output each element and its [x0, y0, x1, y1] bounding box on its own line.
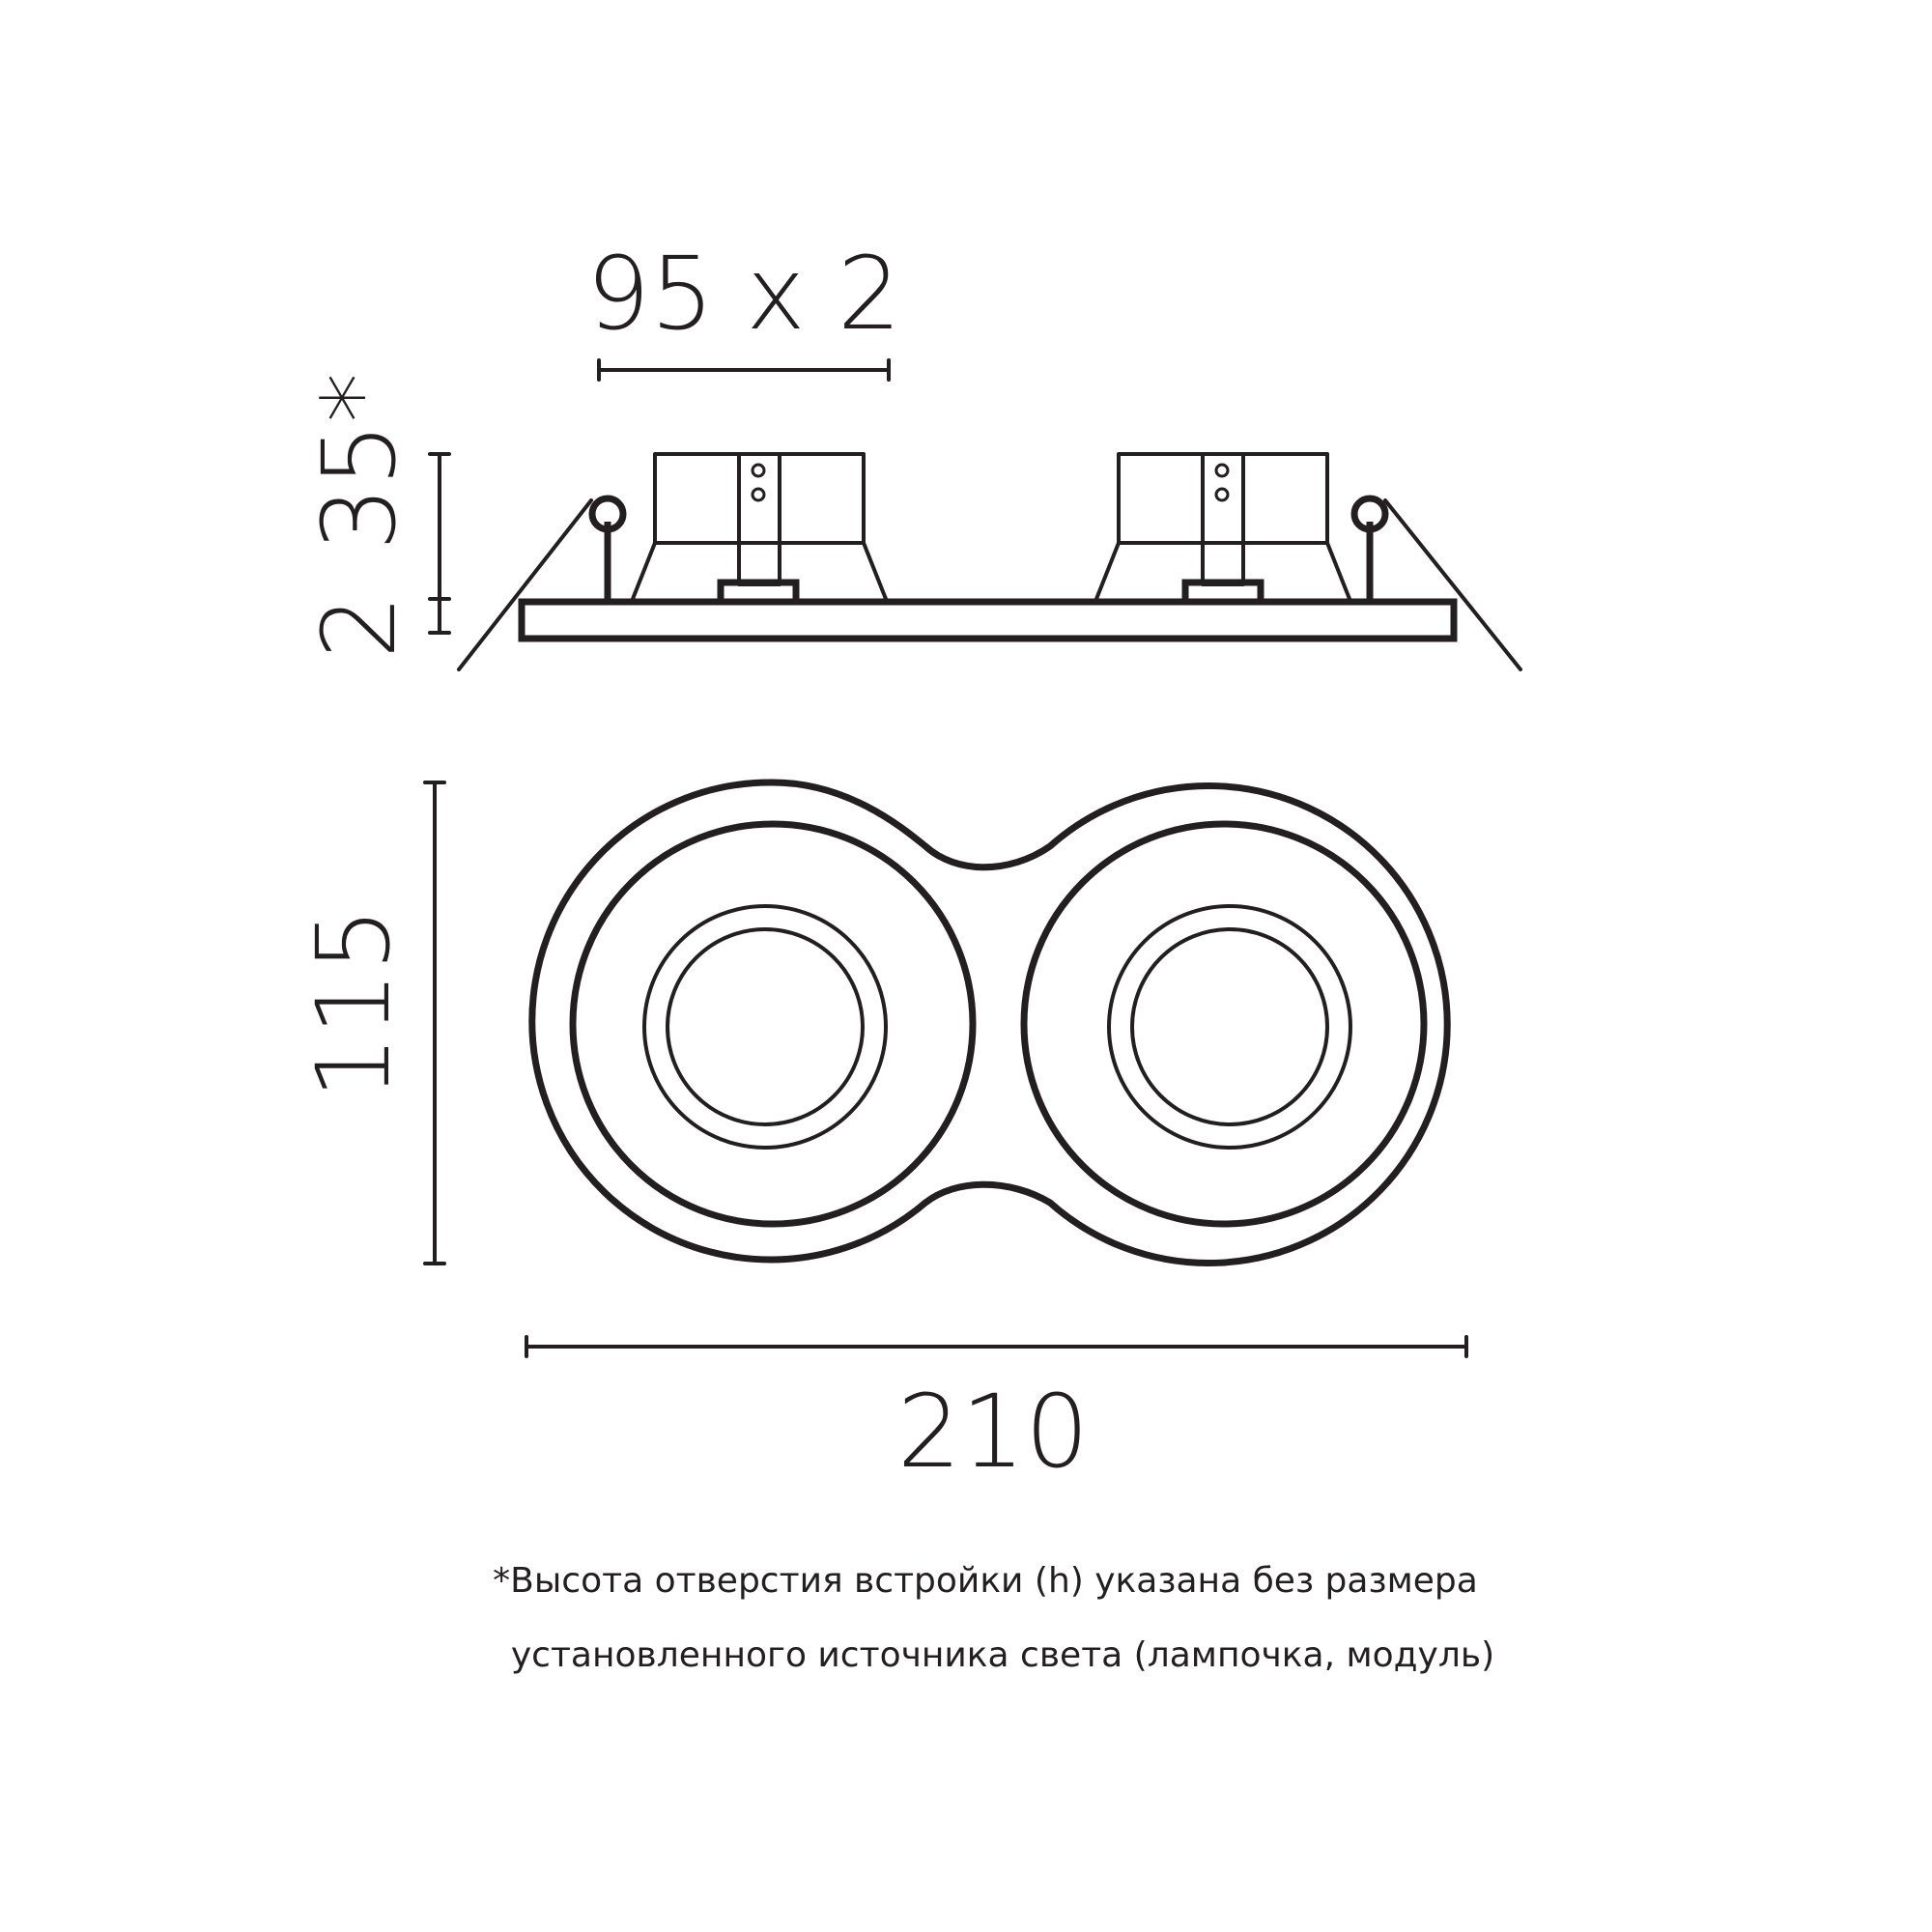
- side-view: 95 x 2 35* 2: [300, 235, 1522, 671]
- cutout-width-label: 95 x 2: [586, 235, 901, 353]
- overall-width-dimension: 210: [525, 1335, 1468, 1491]
- flange-plate: [518, 598, 1458, 642]
- left-spring: [457, 495, 627, 671]
- height-dimension: 35* 2: [300, 373, 451, 659]
- recess-height-label: 35*: [300, 373, 418, 551]
- overall-width-label: 210: [897, 1373, 1090, 1491]
- footnote-line-2: установленного источника света (лампочка…: [511, 1635, 1494, 1675]
- left-ring: [569, 820, 977, 1228]
- overall-height-dimension: 115: [295, 781, 446, 1265]
- footnote: *Высота отверстия встройки (h) указана б…: [493, 1561, 1494, 1675]
- flange-thickness-label: 2: [300, 595, 418, 659]
- top-view: 115 210: [295, 779, 1468, 1491]
- right-spring: [1350, 495, 1522, 671]
- cutout-width-dimension: 95 x 2: [586, 235, 901, 382]
- left-lamp-module: [631, 452, 888, 606]
- right-lamp-module: [1094, 452, 1351, 606]
- right-ring: [1020, 820, 1428, 1228]
- overall-height-label: 115: [295, 907, 412, 1099]
- outer-contour: [528, 779, 1451, 1266]
- footnote-line-1: *Высота отверстия встройки (h) указана б…: [493, 1561, 1478, 1601]
